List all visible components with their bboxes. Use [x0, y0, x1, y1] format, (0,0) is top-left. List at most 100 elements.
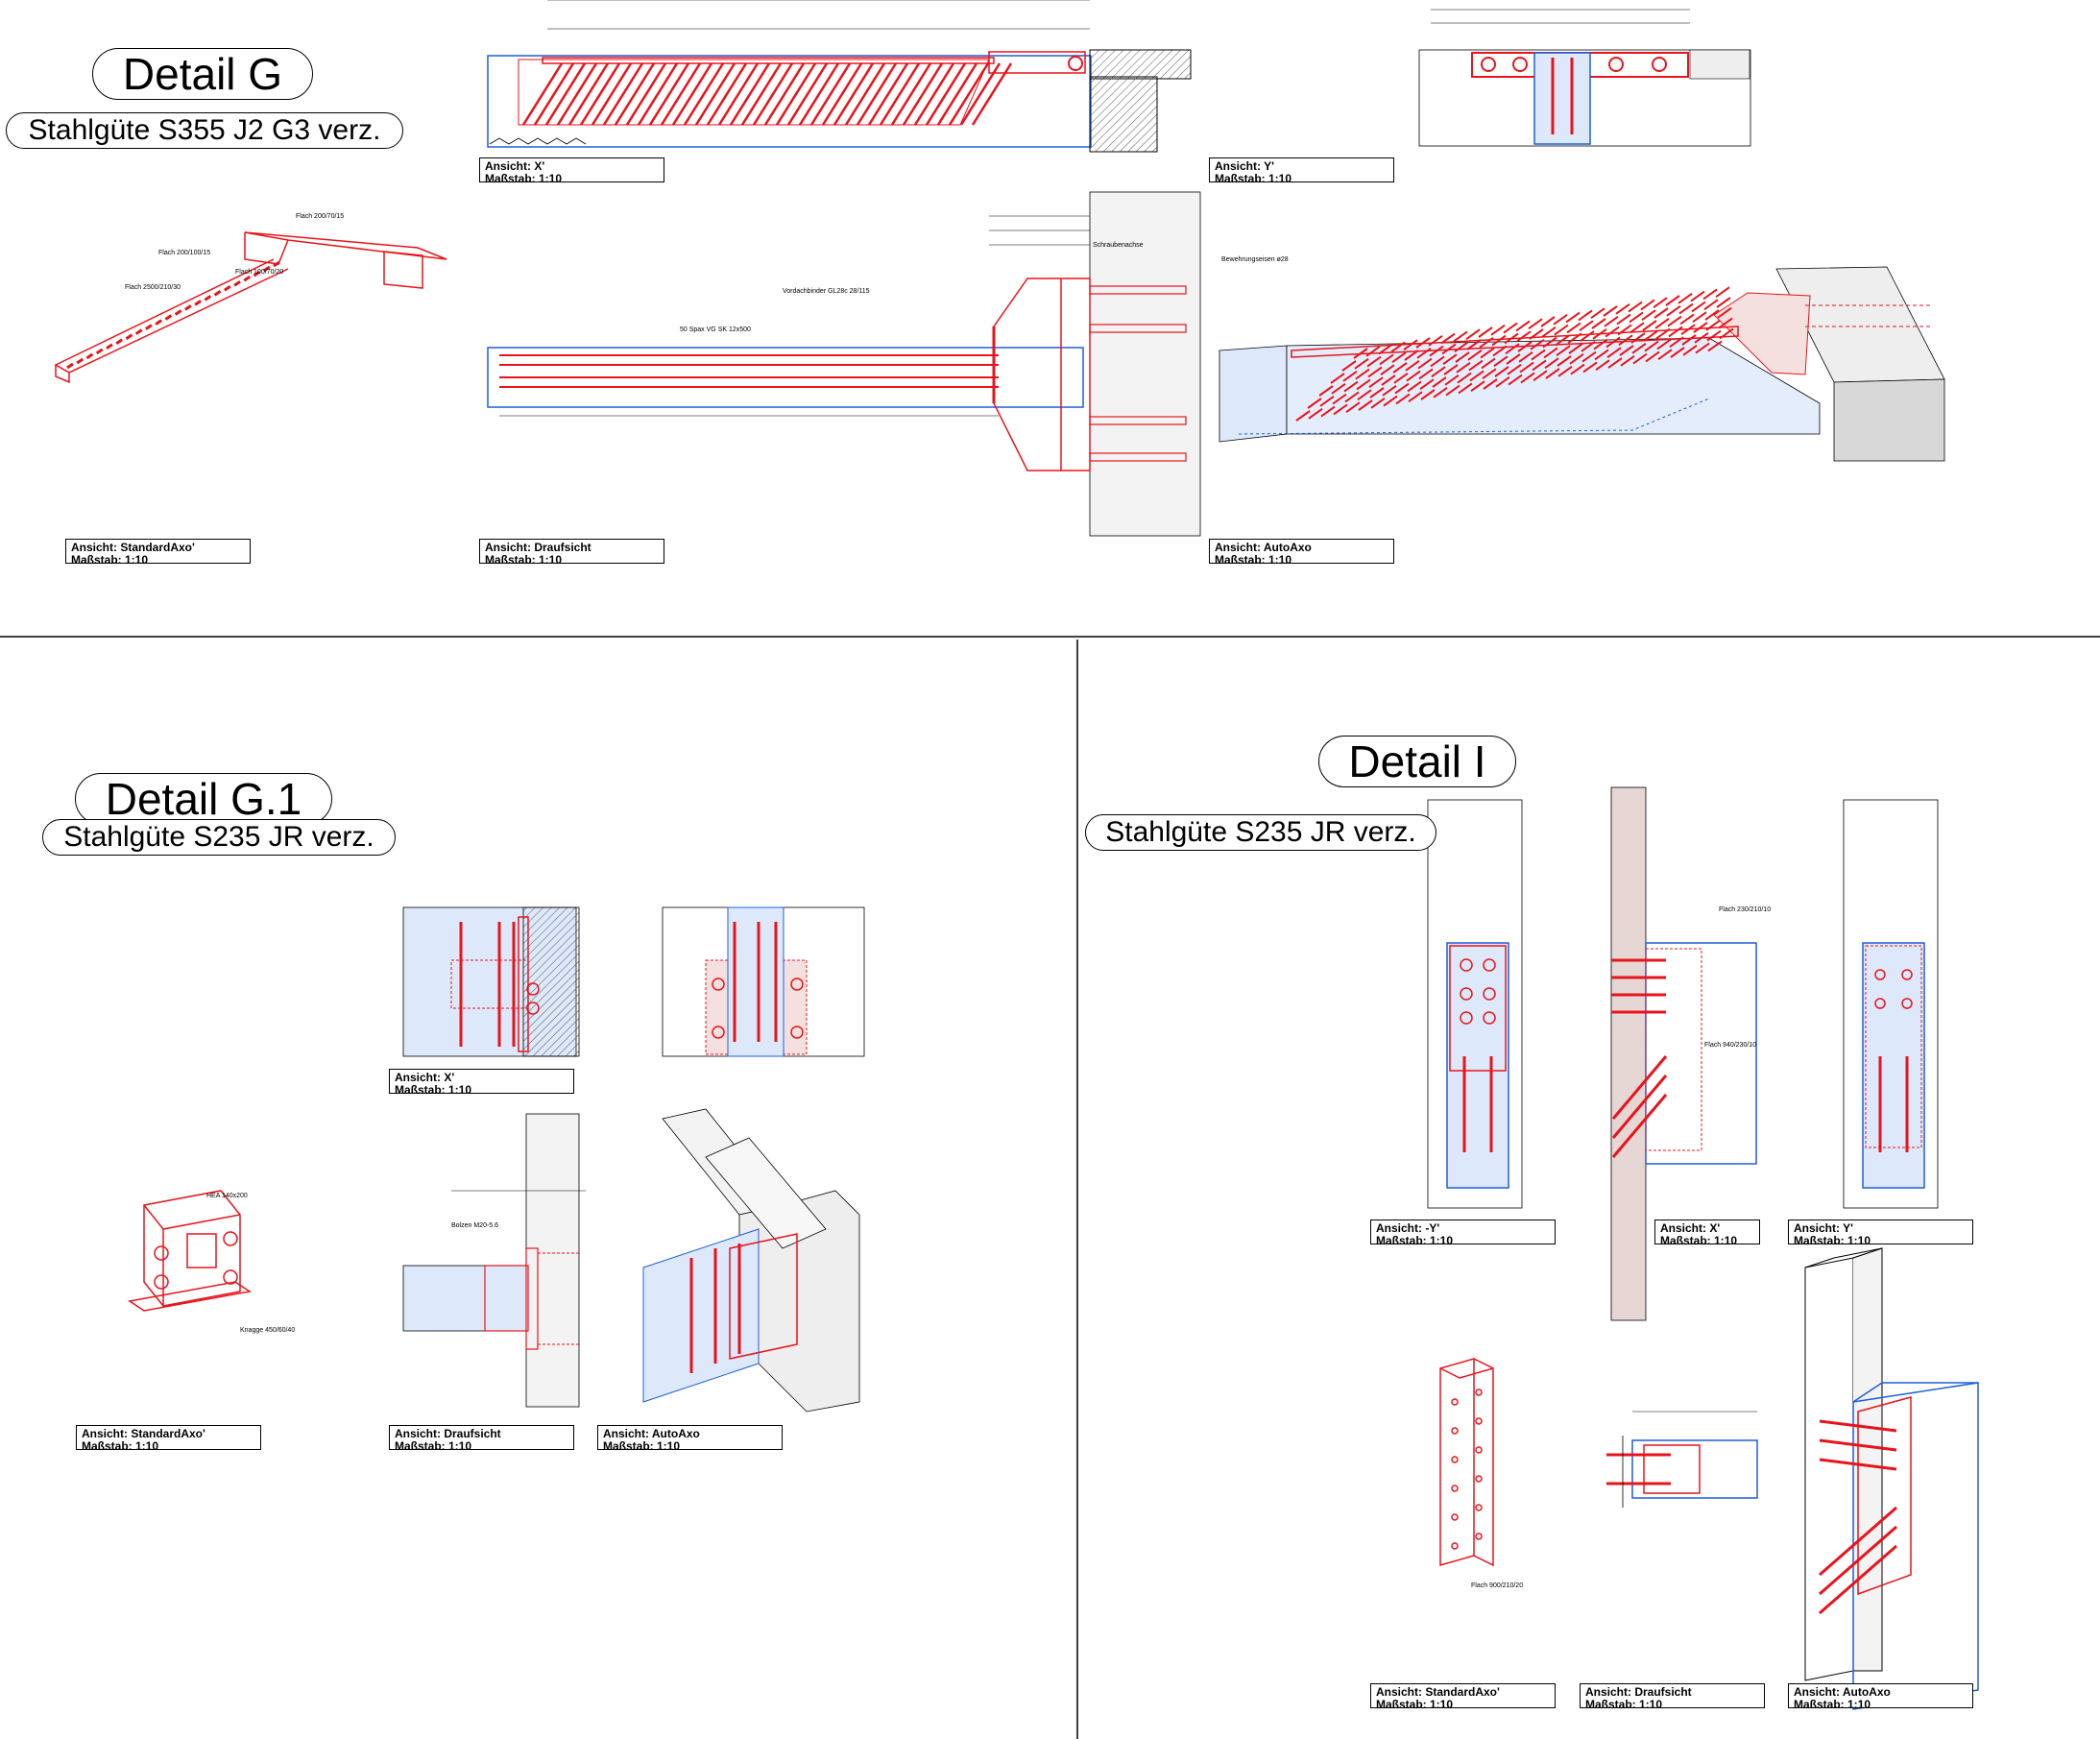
screw [1470, 380, 1485, 393]
screw [567, 62, 610, 126]
screw [1517, 341, 1533, 352]
screw [1319, 395, 1335, 407]
screw [1682, 344, 1698, 356]
screw [155, 319, 162, 326]
detail-i-standard-axo [1439, 1358, 1494, 1567]
screw [798, 62, 840, 126]
screw [1556, 345, 1571, 357]
screw [1406, 370, 1421, 382]
screw [1519, 361, 1534, 374]
detail-g-standard-axo [54, 231, 447, 384]
callout-g1-axo-1: HEA 140x200 [206, 1193, 248, 1199]
view-caption-g-y: Ansicht: Y'Maßstab: 1:10 [1209, 157, 1394, 185]
screw [1379, 353, 1394, 366]
view-caption-i-y: Ansicht: Y'Maßstab: 1:10 [1788, 1220, 1973, 1247]
screw [1515, 320, 1531, 332]
callout-g1-axo-2: Knagge 450/60/40 [240, 1327, 296, 1334]
screw [1641, 309, 1656, 322]
screw [671, 62, 713, 126]
view-caption-g-axo: Ansicht: StandardAxo'Maßstab: 1:10 [65, 539, 251, 567]
screw [821, 62, 863, 126]
screw [1678, 302, 1694, 315]
screw [204, 295, 212, 302]
screw [1719, 327, 1734, 340]
screw [1579, 320, 1594, 332]
screw [1431, 366, 1446, 378]
screw [1679, 313, 1695, 326]
screw [1532, 359, 1547, 372]
screw [1368, 376, 1384, 389]
screw [625, 62, 667, 126]
screw [76, 357, 84, 365]
screw [164, 314, 173, 321]
screw [1715, 286, 1730, 299]
screw [95, 348, 104, 355]
screw [1557, 355, 1572, 367]
screw [1516, 330, 1532, 343]
screw [1457, 372, 1472, 384]
screw [1591, 318, 1606, 329]
screw [1444, 374, 1460, 386]
screw [1570, 363, 1585, 375]
view-caption-i-x: Ansicht: X'Maßstab: 1:10 [1654, 1220, 1760, 1247]
screw [1544, 357, 1559, 370]
screw [1569, 352, 1584, 365]
screw [1391, 351, 1407, 364]
screw [1433, 386, 1448, 399]
detail-g1-x-view [402, 906, 580, 1057]
screw [1430, 355, 1445, 368]
detail-i-top-view [1606, 1411, 1758, 1508]
screw [1606, 347, 1622, 359]
detail-g-auto-axo [1219, 266, 1945, 462]
detail-g1-top-view [402, 1113, 586, 1408]
screw [1378, 343, 1393, 355]
detail-i-y-view [1843, 799, 1939, 1209]
screw [833, 62, 875, 126]
screw [856, 62, 898, 126]
screw [1618, 334, 1633, 347]
detail-g-top-view [487, 191, 1201, 537]
screw [1358, 399, 1373, 411]
screw [1581, 350, 1597, 363]
screw [1383, 395, 1398, 407]
screw [1331, 382, 1346, 395]
screw [1690, 290, 1705, 302]
screw [1692, 311, 1707, 324]
screw [1657, 349, 1673, 361]
screw [1520, 372, 1535, 384]
screw [1420, 389, 1436, 400]
screw [1645, 350, 1660, 363]
screw [1465, 328, 1481, 341]
callout-g1-top-1: Bolzen M20-5.6 [451, 1222, 499, 1229]
callout-g-axo-1: Flach 200/70/15 [296, 213, 345, 220]
screw [1445, 384, 1460, 397]
screw [1503, 322, 1518, 334]
screw [1607, 357, 1623, 369]
screw [1691, 301, 1706, 313]
screw [1631, 342, 1647, 354]
screw [729, 62, 771, 126]
screw [1629, 311, 1644, 324]
screw [1681, 334, 1697, 346]
screw [1617, 324, 1632, 336]
screw [1395, 393, 1411, 405]
screw [1644, 340, 1659, 352]
detail-i-auto-axo [1804, 1247, 1979, 1710]
screw [913, 62, 955, 126]
screw [1628, 301, 1643, 313]
screw [115, 338, 124, 346]
screw [145, 324, 153, 330]
screw [1453, 330, 1468, 343]
screw [1566, 322, 1581, 334]
screw [1530, 338, 1545, 350]
screw [1620, 354, 1635, 367]
detail-i-x-view [1610, 786, 1757, 1321]
screw [1419, 378, 1435, 391]
screw [1695, 342, 1710, 354]
screw [1341, 360, 1357, 372]
screw [1568, 343, 1583, 354]
view-caption-i-axo: Ansicht: StandardAxo'Maßstab: 1:10 [1370, 1683, 1556, 1711]
